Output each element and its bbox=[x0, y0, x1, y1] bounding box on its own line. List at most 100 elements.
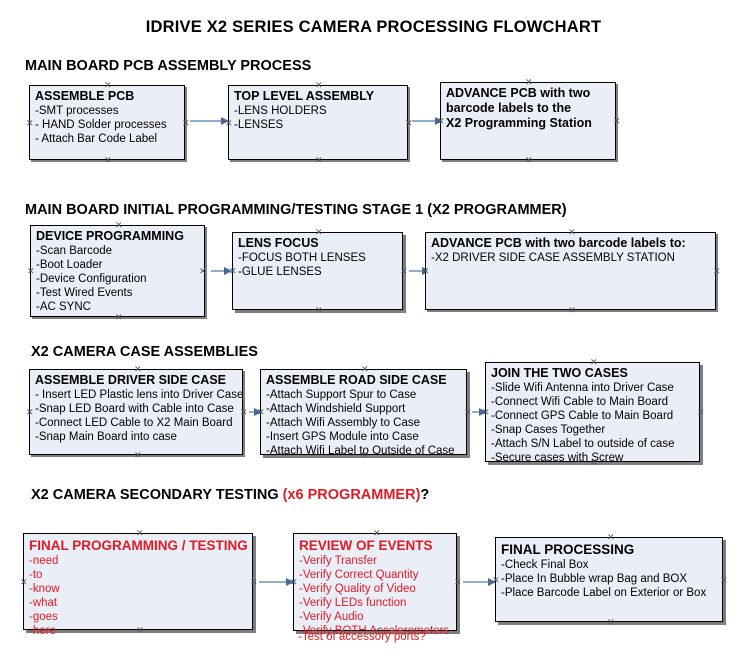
node-final-programming-testing[interactable]: FINAL PROGRAMMING / TESTING -need -to -k… bbox=[20, 530, 253, 637]
node-lens-focus[interactable]: LENS FOCUS -FOCUS BOTH LENSES -GLUE LENS… bbox=[232, 232, 403, 310]
connection-handle-left[interactable] bbox=[27, 268, 34, 275]
arrow-review-of-events-to-final-processing bbox=[463, 578, 496, 586]
connection-handle-top[interactable] bbox=[568, 229, 575, 236]
connection-handle-right[interactable] bbox=[464, 409, 471, 416]
node-line: -X2 DRIVER SIDE CASE ASSEMBLY STATION bbox=[431, 252, 675, 264]
node-line: - Attach Bar Code Label bbox=[35, 133, 158, 145]
node-line: -Insert GPS Module into Case bbox=[266, 431, 419, 443]
node-line: -know bbox=[29, 583, 60, 595]
section-heading-tail: ? bbox=[420, 487, 430, 503]
connection-handle-right[interactable] bbox=[240, 409, 247, 416]
connection-handle-top[interactable] bbox=[315, 82, 322, 89]
node-advance-pcb-programming-station[interactable]: ADVANCE PCB with two barcode labels to t… bbox=[440, 82, 616, 160]
connection-handle-right[interactable] bbox=[697, 409, 704, 416]
connection-handle-right[interactable] bbox=[713, 268, 720, 275]
node-title: FINAL PROGRAMMING / TESTING bbox=[29, 538, 248, 553]
connection-handle-bottom[interactable] bbox=[315, 307, 322, 314]
node-line: -to bbox=[29, 569, 43, 581]
connection-handle-top[interactable] bbox=[115, 222, 122, 229]
node-line: -Attach Wifi Assembly to Case bbox=[266, 417, 421, 429]
connection-handle-right[interactable] bbox=[250, 579, 257, 586]
connection-handle-bottom[interactable] bbox=[607, 619, 614, 626]
section-heading-x2-camera-secondary-testing: X2 CAMERA SECONDARY TESTING (x6 PROGRAMM… bbox=[31, 487, 429, 503]
connection-handle-top[interactable] bbox=[315, 229, 322, 236]
connection-handle-right[interactable] bbox=[405, 120, 412, 127]
page-title: IDRIVE X2 SERIES CAMERA PROCESSING FLOWC… bbox=[145, 18, 602, 36]
section-heading-accent: (x6 PROGRAMMER) bbox=[282, 487, 421, 503]
connection-handle-right[interactable] bbox=[454, 579, 461, 586]
node-line: -Snap Cases Together bbox=[491, 424, 606, 436]
connection-handle-right[interactable] bbox=[182, 120, 189, 127]
connection-handle-bottom[interactable] bbox=[568, 307, 575, 314]
overflow-text-test-of-accessory-ports: -Test of accessory ports? bbox=[298, 631, 426, 643]
node-title: DEVICE PROGRAMMING bbox=[36, 229, 184, 243]
node-title: ASSEMBLE ROAD SIDE CASE bbox=[266, 373, 447, 387]
connection-handle-left[interactable] bbox=[26, 120, 33, 127]
connection-handle-bottom[interactable] bbox=[115, 314, 122, 321]
node-review-of-events[interactable]: REVIEW OF EVENTS -Verify Transfer -Verif… bbox=[293, 530, 457, 637]
node-line: - Insert LED Plastic lens into Driver Ca… bbox=[35, 389, 244, 401]
connection-handle-left[interactable] bbox=[20, 579, 27, 586]
section-heading-text: X2 CAMERA CASE ASSEMBLIES bbox=[31, 344, 258, 360]
connection-handle-top[interactable] bbox=[607, 534, 614, 541]
node-title-line3: X2 Programming Station bbox=[446, 116, 592, 130]
node-assemble-driver-side-case[interactable]: ASSEMBLE DRIVER SIDE CASE - Insert LED P… bbox=[29, 369, 243, 455]
connection-handle-top[interactable] bbox=[373, 530, 380, 537]
node-line: -need bbox=[29, 555, 59, 567]
node-line: -what bbox=[29, 597, 58, 609]
section-heading-text: X2 CAMERA SECONDARY TESTING bbox=[31, 487, 283, 503]
node-final-processing[interactable]: FINAL PROCESSING -Check Final Box -Place… bbox=[495, 537, 723, 622]
node-title: TOP LEVEL ASSEMBLY bbox=[234, 89, 375, 103]
node-assemble-road-side-case[interactable]: ASSEMBLE ROAD SIDE CASE -Attach Support … bbox=[260, 366, 467, 457]
connection-handle-top[interactable] bbox=[104, 82, 111, 89]
node-line: -here bbox=[29, 625, 56, 637]
connection-handle-top[interactable] bbox=[134, 366, 141, 373]
node-line: -Test Wired Events bbox=[36, 287, 133, 299]
arrow-lens-focus-to-advance-pcb bbox=[409, 267, 430, 275]
node-line: -Attach Windshield Support bbox=[266, 403, 406, 415]
node-title: ADVANCE PCB with two barcode labels to: bbox=[431, 236, 686, 250]
node-title: FINAL PROCESSING bbox=[501, 542, 635, 557]
section-heading-text: MAIN BOARD INITIAL PROGRAMMING/TESTING S… bbox=[25, 202, 567, 218]
connection-handle-bottom[interactable] bbox=[104, 157, 111, 164]
node-line: -Verify Correct Quantity bbox=[299, 569, 419, 581]
connection-handle-bottom[interactable] bbox=[134, 452, 141, 459]
arrow-top-level-assembly-to-advance-pcb bbox=[412, 117, 443, 125]
connection-handle-top[interactable] bbox=[590, 359, 597, 366]
node-join-the-two-cases[interactable]: JOIN THE TWO CASES -Slide Wifi Antenna i… bbox=[485, 359, 700, 464]
node-title: JOIN THE TWO CASES bbox=[491, 366, 628, 380]
connection-handle-bottom[interactable] bbox=[525, 157, 532, 164]
connection-handle-right[interactable] bbox=[720, 577, 727, 584]
node-line: -Attach Wifi Label to Outside of Case bbox=[266, 445, 455, 457]
node-line: -AC SYNC bbox=[36, 301, 91, 313]
node-top-level-assembly[interactable]: TOP LEVEL ASSEMBLY -LENS HOLDERS -LENSES bbox=[228, 85, 408, 160]
node-title: ASSEMBLE PCB bbox=[35, 89, 135, 103]
node-line: -Place Barcode Label on Exterior or Box bbox=[501, 587, 707, 599]
node-line: -Attach Support Spur to Case bbox=[266, 389, 417, 401]
connection-handle-top[interactable] bbox=[136, 530, 143, 537]
node-line: -Place In Bubble wrap Bag and BOX bbox=[501, 573, 688, 585]
node-device-programming[interactable]: DEVICE PROGRAMMING -Scan Barcode -Boot L… bbox=[30, 225, 205, 317]
connection-handle-right[interactable] bbox=[199, 268, 206, 275]
arrow-device-programming-to-lens-focus bbox=[211, 267, 232, 275]
connection-handle-right[interactable] bbox=[400, 268, 407, 275]
node-advance-pcb-driver-side-case[interactable]: ADVANCE PCB with two barcode labels to: … bbox=[425, 232, 716, 310]
node-line: -LENS HOLDERS bbox=[234, 105, 327, 117]
node-line: -GLUE LENSES bbox=[238, 266, 322, 278]
node-line: -goes bbox=[29, 611, 58, 623]
connection-handle-bottom[interactable] bbox=[315, 157, 322, 164]
connection-handle-right[interactable] bbox=[613, 118, 620, 125]
node-line: -Verify Quality of Video bbox=[299, 583, 416, 595]
connection-handle-top[interactable] bbox=[525, 79, 532, 86]
node-line: -Secure cases with Screw bbox=[491, 452, 624, 464]
connection-handle-top[interactable] bbox=[361, 366, 368, 373]
node-line: -Snap LED Board with Cable into Case bbox=[35, 403, 234, 415]
node-title: LENS FOCUS bbox=[238, 236, 319, 250]
section-heading-text: MAIN BOARD PCB ASSEMBLY PROCESS bbox=[25, 58, 312, 74]
node-line: -Connect Wifi Cable to Main Board bbox=[491, 396, 669, 408]
node-assemble-pcb[interactable]: ASSEMBLE PCB -SMT processes - HAND Solde… bbox=[29, 85, 185, 160]
connection-handle-left[interactable] bbox=[26, 409, 33, 416]
node-line: -SMT processes bbox=[35, 105, 119, 117]
arrow-assemble-pcb-to-top-level-assembly bbox=[190, 117, 229, 125]
